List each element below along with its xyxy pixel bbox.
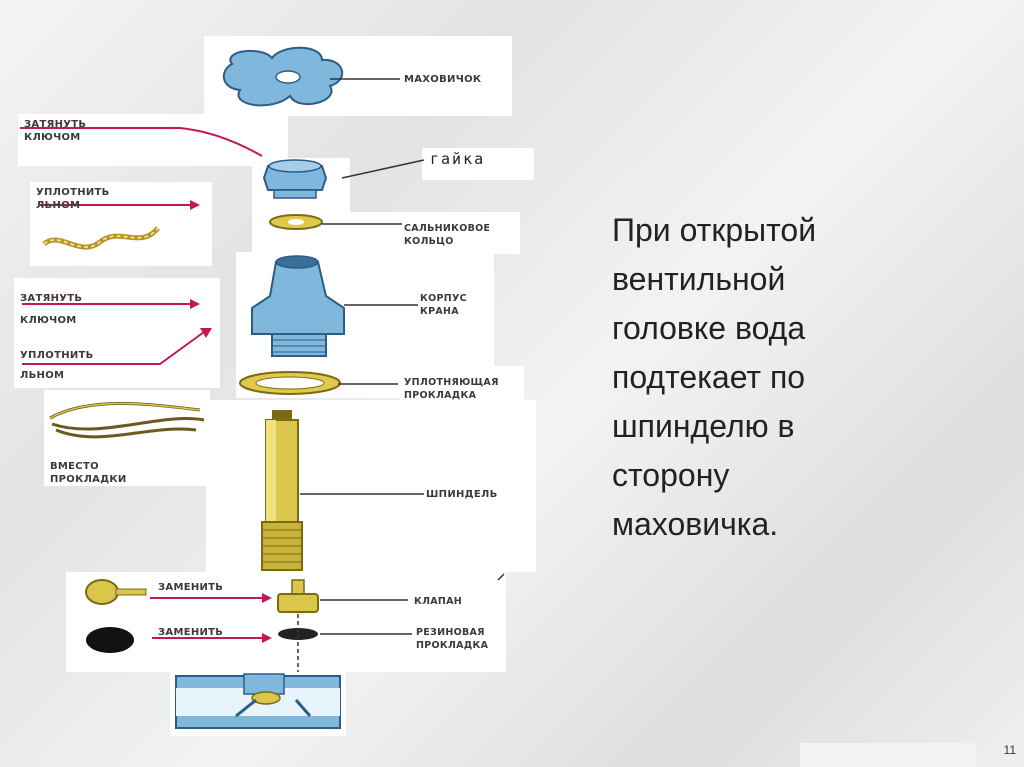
- label-tighten-key-2: ЗАТЯНУТЬ КЛЮЧОМ: [20, 293, 83, 326]
- spindle-shape: [261, 410, 424, 571]
- panel-gland: [348, 212, 520, 254]
- panel-tighten-1: [18, 114, 288, 166]
- handwheel-shape: [222, 46, 400, 107]
- label-seal-flax-1: УПЛОТНИТЬ ЛЬНОМ: [36, 187, 110, 211]
- label-replace-1: ЗАМЕНИТЬ: [158, 582, 224, 593]
- panel-instead: [44, 390, 210, 486]
- label-gland-ring: САЛЬНИКОВОЕ КОЛЬЦО: [404, 223, 491, 247]
- label-handwheel: МАХОВИЧОК: [404, 74, 482, 85]
- nut-shape: [262, 159, 425, 199]
- label-valve: КЛАПАН: [414, 596, 463, 607]
- panel-flax-1: [30, 182, 212, 266]
- label-sealing-gasket: УПЛОТНЯЮЩАЯ ПРОКЛАДКА: [404, 377, 499, 401]
- label-seal-flax-2: УПЛОТНИТЬ ЛЬНОМ: [20, 350, 94, 381]
- valve-body-shape: [251, 255, 418, 357]
- label-replace-2: ЗАМЕНИТЬ: [158, 627, 224, 638]
- pipe-seat-shape: [175, 673, 341, 729]
- label-nut: гайка: [430, 150, 486, 168]
- nut-label-box: [422, 148, 534, 180]
- slide-body-text: При открытой вентильной головке вода под…: [612, 212, 817, 542]
- panel-tighten-2: [14, 278, 220, 388]
- label-spindle: ШПИНДЕЛЬ: [426, 489, 498, 500]
- panel-body-r: [400, 366, 524, 404]
- label-tighten-key-1: ЗАТЯНУТЬ КЛЮЧОМ: [24, 119, 87, 143]
- page-number: 11: [1003, 743, 1016, 757]
- label-rubber-gasket: РЕЗИНОВАЯ ПРОКЛАДКА: [416, 627, 489, 651]
- label-valve-body: КОРПУС КРАНА: [420, 293, 467, 317]
- label-instead-gasket: ВМЕСТО ПРОКЛАДКИ: [50, 461, 127, 485]
- footer-box: [800, 743, 976, 767]
